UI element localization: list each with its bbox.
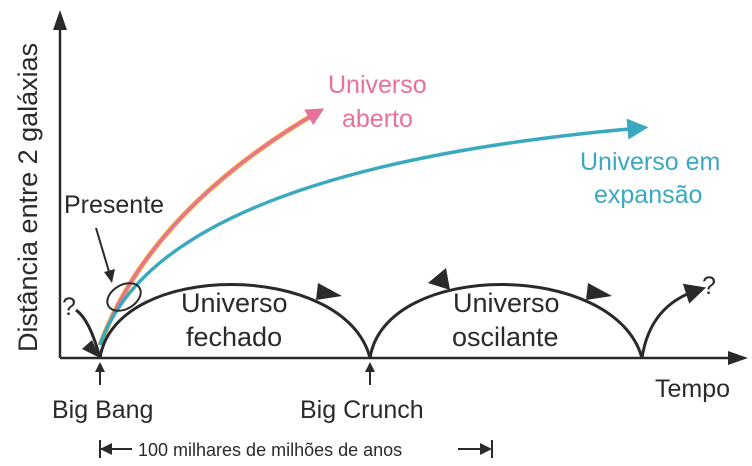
fechado-arrow-icon [316,283,342,300]
x-axis-arrow-icon [728,351,748,365]
label-big-bang: Big Bang [52,396,153,424]
y-axis-arrow-icon [53,10,67,30]
big-crunch-marker-arrow-icon [365,362,375,372]
label-question-right: ? [702,272,716,300]
label-fechado-line2: fechado [186,322,282,352]
big-bang-marker-arrow-icon [95,362,105,372]
oscilante-arrow-icon-1 [428,268,450,290]
curve-before-big-bang [75,308,102,359]
label-tempo: Tempo [655,375,730,403]
label-expansao-line2: expansão [594,181,702,209]
curve-universo-expansao [98,118,649,346]
y-axis-label: Distância entre 2 galáxias [13,43,43,352]
label-aberto-line2: aberto [342,105,413,133]
label-oscilante-line1: Universo [453,288,560,318]
scale-bar-right-arrow-icon [480,443,492,455]
label-big-crunch: Big Crunch [300,396,424,424]
present-ellipse [106,282,142,312]
present-pointer [95,227,111,276]
oscilante-arrow-icon-2 [586,283,612,300]
label-scale: 100 milhares de milhões de anos [138,440,402,460]
label-aberto-line1: Universo [328,71,427,99]
curve-universo-fechado [98,283,372,359]
label-expansao-line1: Universo em [580,148,720,176]
curve-future-uncertain [640,283,707,359]
label-presente: Presente [64,191,164,219]
label-fechado-line1: Universo [181,288,288,318]
before-big-bang-arrow-icon [82,340,100,358]
scale-bar-left-arrow-icon [100,443,112,455]
curve-universo-oscilante [368,283,644,359]
present-pointer-arrow-icon [104,269,115,283]
label-question-left: ? [62,293,76,321]
label-oscilante-line2: oscilante [452,322,559,352]
